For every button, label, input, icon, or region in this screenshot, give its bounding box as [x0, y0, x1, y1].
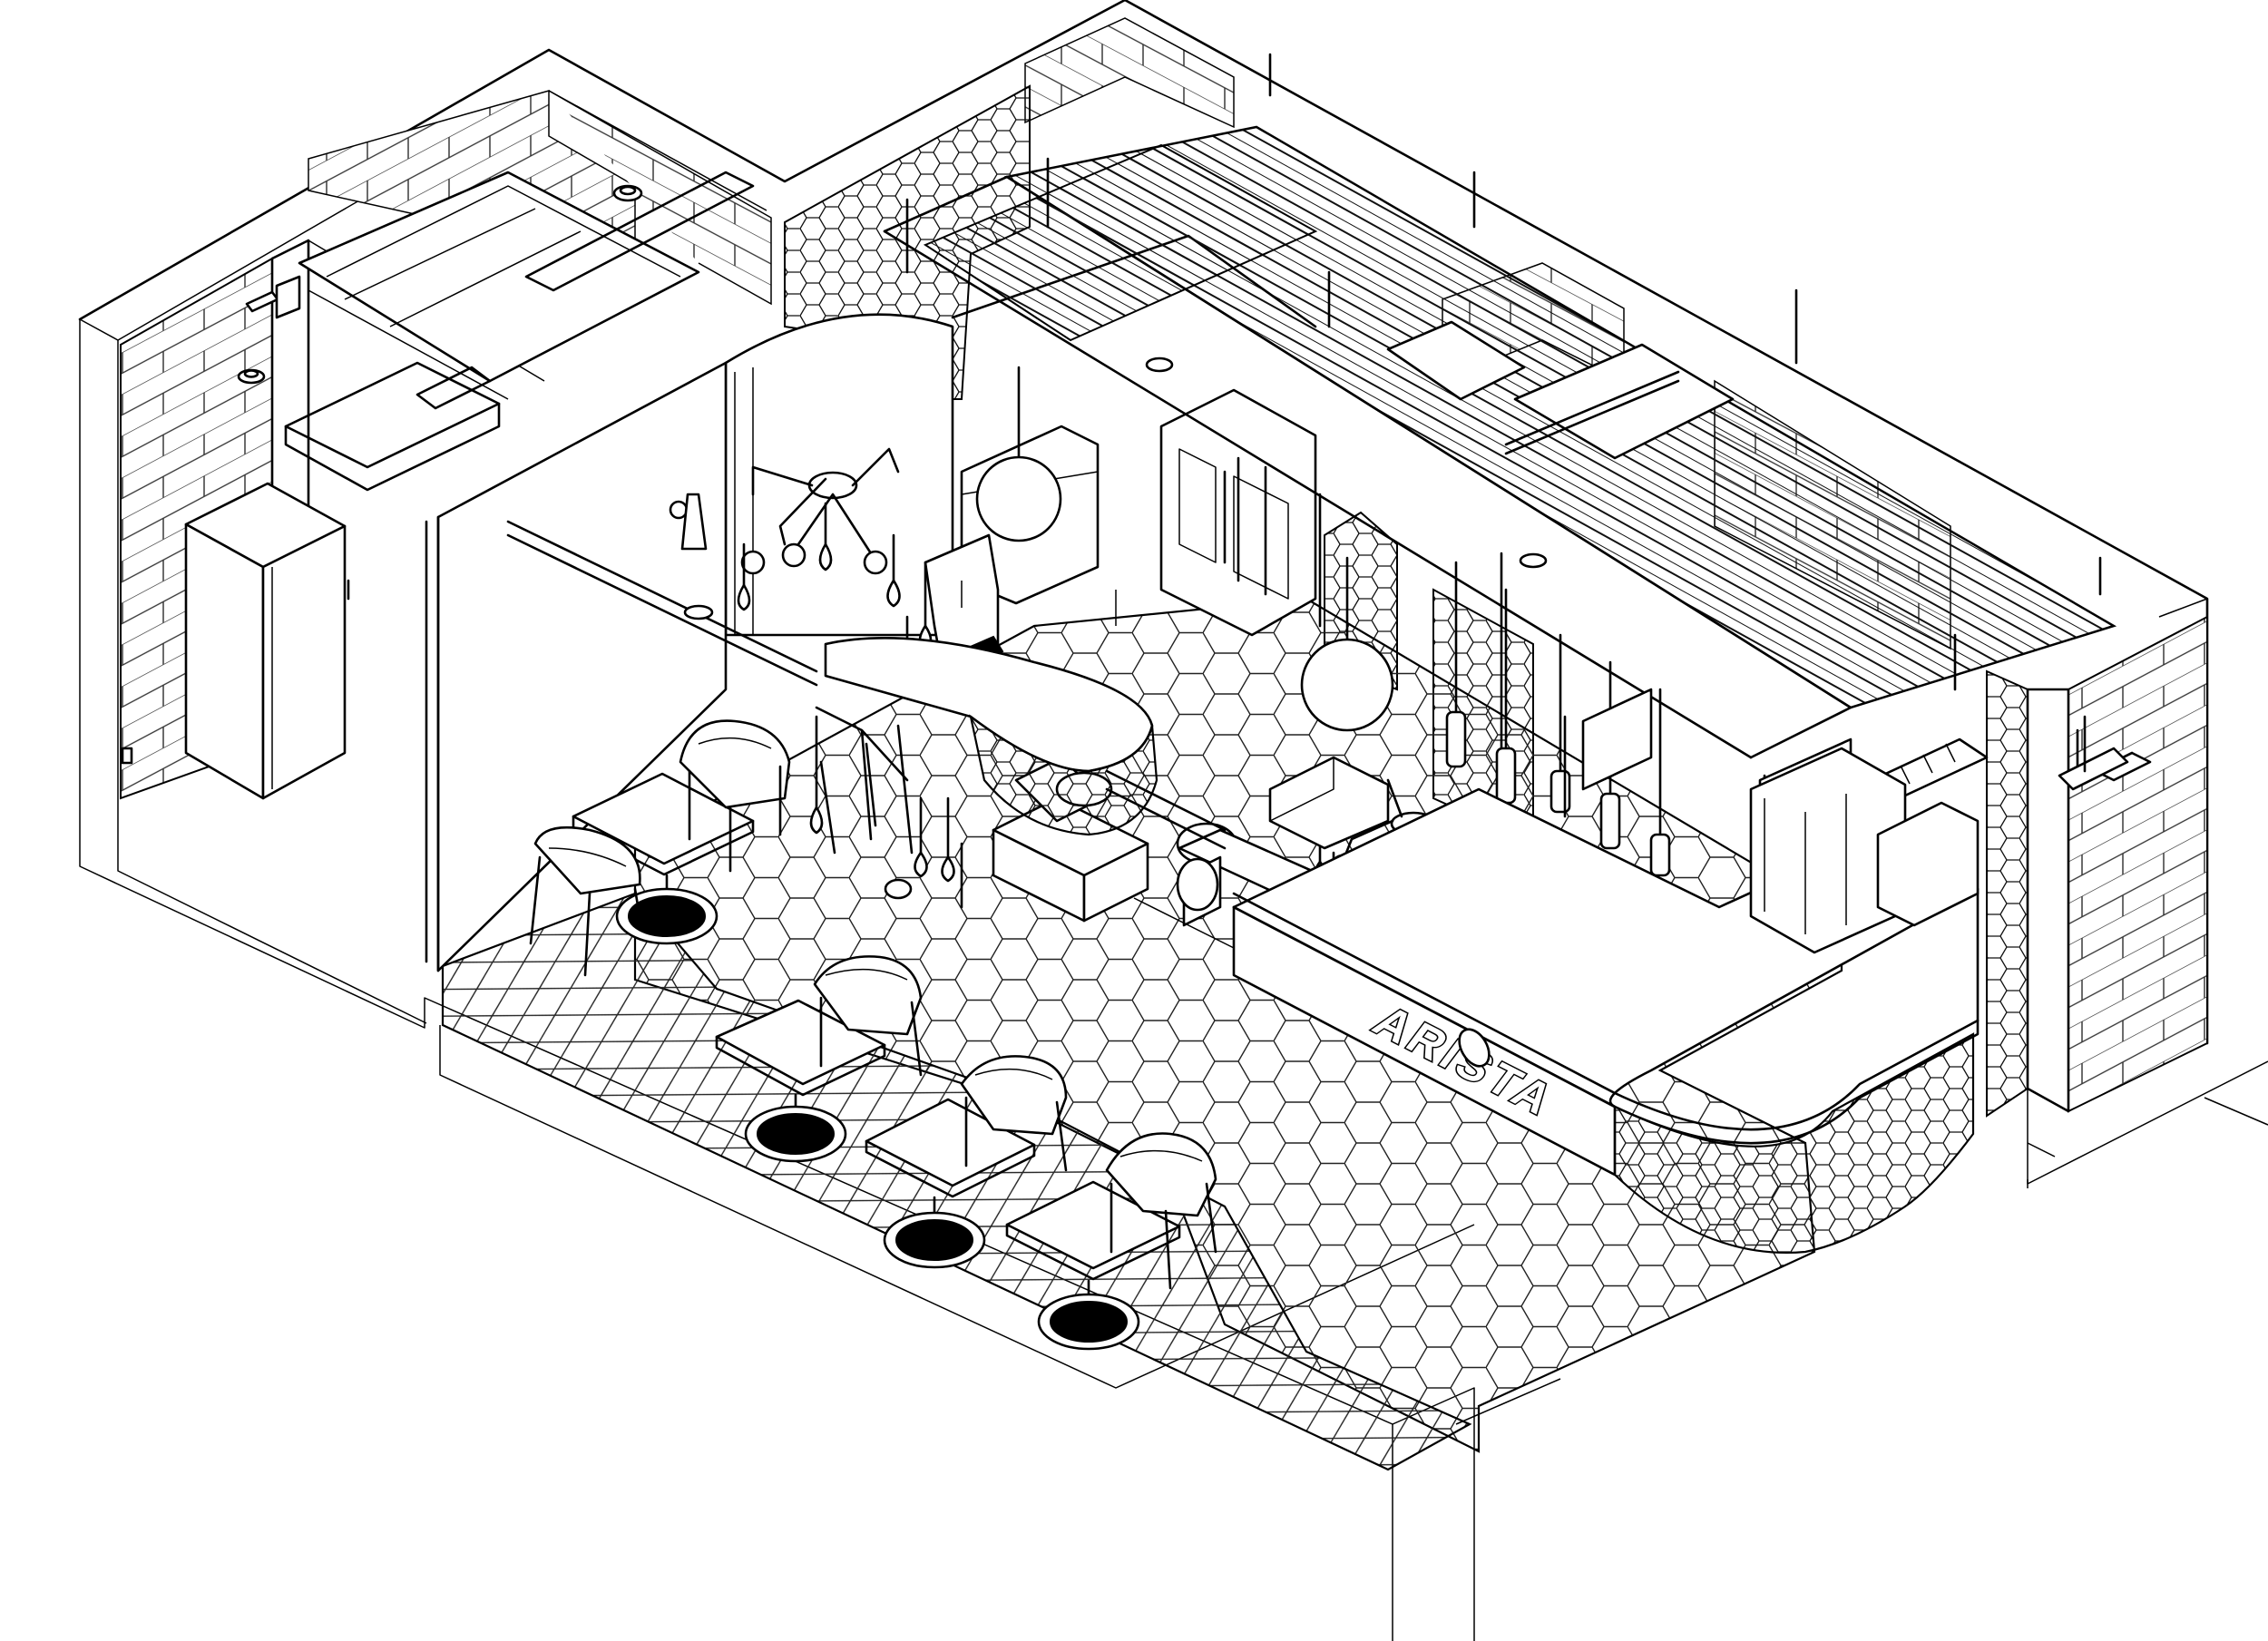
- table: [572, 772, 755, 945]
- seating-area: [529, 706, 1217, 1351]
- spider-chandelier-icon: [740, 447, 900, 575]
- security-camera-icon: [245, 275, 301, 319]
- refrigerator: [184, 482, 350, 800]
- globe-pendant-icon: [975, 366, 1062, 542]
- right-fridges: [1749, 715, 2129, 954]
- bar-stool: [865, 724, 914, 900]
- table: [715, 999, 886, 1163]
- table: [1005, 1180, 1181, 1351]
- structure-lines: [1115, 456, 1322, 949]
- chair: [960, 1055, 1068, 1172]
- chair: [813, 955, 923, 1077]
- utility-room: [121, 171, 755, 800]
- globe-pendant-icon: [1300, 556, 1394, 732]
- table: [865, 1098, 1036, 1269]
- smoke-detector-icon: [683, 604, 714, 620]
- smoke-detector-icon: [237, 368, 266, 385]
- wall-socket: [121, 747, 133, 765]
- wall-sconce-icon: [669, 493, 708, 551]
- side-counter: [824, 637, 1158, 836]
- chair: [1105, 1132, 1217, 1290]
- smoke-detector-icon: [1519, 552, 1548, 569]
- smoke-detector-icon: [1145, 357, 1174, 373]
- slatted-ceiling: [883, 53, 2152, 823]
- smoke-detector-icon: [612, 184, 643, 202]
- chair: [815, 706, 909, 855]
- chair: [679, 719, 791, 873]
- chair: [529, 825, 641, 977]
